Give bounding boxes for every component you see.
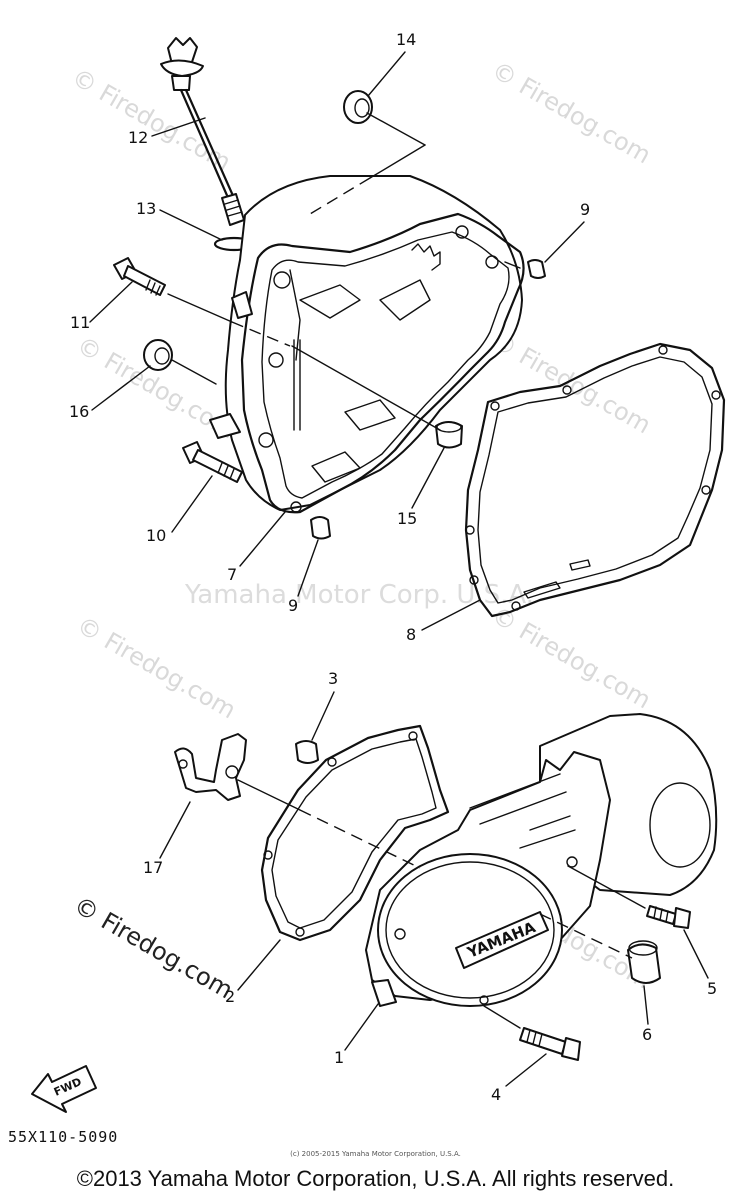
dowel-pin-part-9b: [310, 516, 331, 540]
crankcase-cover-part-7: [209, 175, 525, 514]
leader-lines-upper: [167, 112, 521, 431]
callout-10: 10: [146, 526, 166, 545]
plug-part-6: [627, 940, 661, 984]
bracket-part-17: [174, 733, 247, 801]
callout-5: 5: [707, 979, 717, 998]
callout-9-lower: 9: [288, 596, 298, 615]
watermark-firedog: © Firedog.com: [487, 326, 656, 439]
callout-15: 15: [397, 509, 417, 528]
callout-13: 13: [136, 199, 156, 218]
gasket-part-2: [260, 724, 450, 942]
oil-seal-part-14: [343, 90, 373, 124]
callout-14: 14: [396, 30, 416, 49]
watermark-firedog-dark: © Firedog.com: [69, 891, 238, 1004]
small-copyright: (c) 2005-2015 Yamaha Motor Corporation, …: [290, 1150, 461, 1158]
screw-part-4: [519, 1027, 581, 1061]
callout-4: 4: [491, 1085, 501, 1104]
part-code: 55X110-5090: [8, 1128, 119, 1146]
dipstick-part: [160, 37, 245, 226]
callout-7: 7: [227, 565, 237, 584]
crankcase-cover-part-1: YAMAHA: [365, 713, 718, 1007]
bolt-part-10: [182, 441, 243, 483]
callout-3: 3: [328, 669, 338, 688]
callout-12: 12: [128, 128, 148, 147]
watermark-firedog: © Firedog.com: [72, 611, 241, 724]
dowel-pin-part-3: [295, 740, 319, 764]
callout-6: 6: [642, 1025, 652, 1044]
dowel-pin-part-9: [527, 259, 546, 279]
gasket-part-8: [464, 342, 726, 618]
fwd-arrow: FWD: [31, 1065, 97, 1113]
screw-part-5: [646, 905, 691, 929]
oil-seal-part-16: [143, 339, 173, 371]
callouts: 14 12 13 9 11 16 15 10 7 9 8 3 17 2 1 5: [69, 30, 717, 1104]
copyright-footer: ©2013 Yamaha Motor Corporation, U.S.A. A…: [76, 1166, 675, 1191]
callout-17: 17: [143, 858, 163, 877]
bolt-part-11: [113, 257, 166, 296]
callout-2: 2: [225, 987, 235, 1006]
watermark-firedog: © Firedog.com: [487, 601, 656, 714]
callout-16: 16: [69, 402, 89, 421]
callout-9-top: 9: [580, 200, 590, 219]
watermark-firedog: © Firedog.com: [487, 56, 656, 169]
leader-lines-lower: [237, 779, 646, 1029]
bush-part-15: [435, 421, 463, 449]
callout-8: 8: [406, 625, 416, 644]
watermark-yamaha: Yamaha Motor Corp. U.S.A.: [184, 580, 534, 610]
callout-1: 1: [334, 1048, 344, 1067]
callout-11: 11: [70, 313, 90, 332]
